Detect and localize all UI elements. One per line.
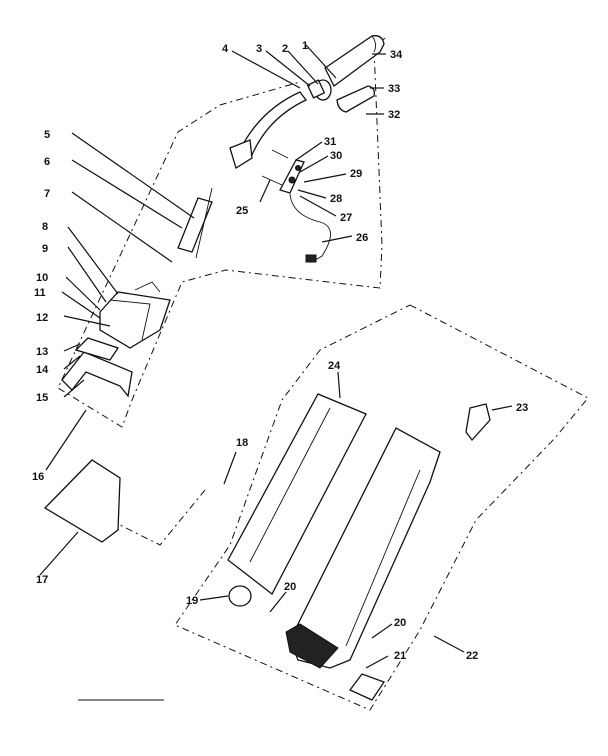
callout-32: 32 <box>388 109 400 121</box>
callout-19: 19 <box>186 595 198 607</box>
callout-33: 33 <box>388 83 400 95</box>
callout-27: 27 <box>340 212 352 224</box>
bag-assembly-parts <box>227 393 491 701</box>
callout-14: 14 <box>36 364 49 376</box>
callout-16: 16 <box>32 471 44 483</box>
leader-lines <box>39 44 513 669</box>
callout-20b: 20 <box>394 617 406 629</box>
callout-8: 8 <box>42 221 48 233</box>
callout-20a: 20 <box>284 581 296 593</box>
callout-31: 31 <box>324 136 336 148</box>
callout-26: 26 <box>356 232 368 244</box>
upper-handle-group-boundary <box>57 37 386 428</box>
callout-15: 15 <box>36 392 48 404</box>
callout-labels: 1 2 3 4 5 6 7 8 9 10 11 12 13 14 15 16 1… <box>32 40 528 662</box>
callout-34: 34 <box>390 49 403 61</box>
callout-28: 28 <box>330 193 342 205</box>
callout-3: 3 <box>256 43 262 55</box>
callout-1: 1 <box>302 40 308 52</box>
lower-housing-parts <box>61 187 213 398</box>
switch-and-cord <box>261 149 331 263</box>
callout-11: 11 <box>34 287 46 299</box>
callout-2: 2 <box>282 43 288 55</box>
callout-24: 24 <box>328 360 341 372</box>
callout-18: 18 <box>236 437 248 449</box>
callout-22: 22 <box>466 650 478 662</box>
callout-23: 23 <box>516 402 528 414</box>
callout-6: 6 <box>44 156 50 168</box>
callout-30: 30 <box>330 150 342 162</box>
callout-13: 13 <box>36 346 48 358</box>
callout-4: 4 <box>222 43 229 55</box>
callout-9: 9 <box>42 243 48 255</box>
callout-12: 12 <box>36 312 48 324</box>
upper-handle-tube <box>229 35 385 170</box>
callout-7: 7 <box>44 188 50 200</box>
callout-10: 10 <box>36 272 48 284</box>
callout-17: 17 <box>36 574 48 586</box>
callout-21: 21 <box>394 650 406 662</box>
bag-leader-dashed <box>119 489 206 546</box>
callout-25: 25 <box>236 205 248 217</box>
bag-assembly-group-boundary <box>174 304 589 711</box>
callout-29: 29 <box>350 168 362 180</box>
callout-5: 5 <box>44 129 50 141</box>
dust-cover-part <box>43 459 121 543</box>
